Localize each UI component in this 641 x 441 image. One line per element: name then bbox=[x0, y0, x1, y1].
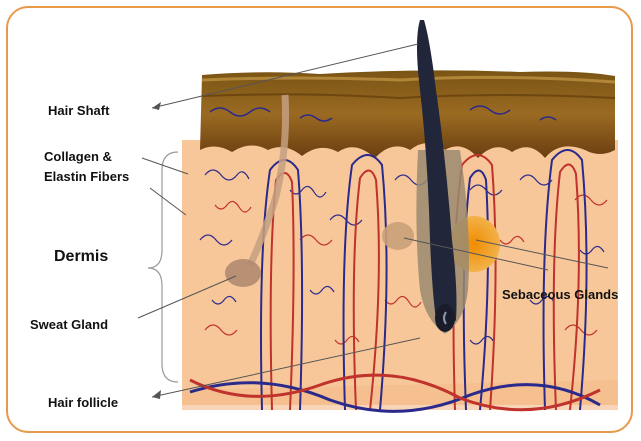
epidermis-layer bbox=[200, 70, 615, 158]
label-sweat-gland: Sweat Gland bbox=[30, 316, 108, 334]
dermis-bracket bbox=[148, 152, 178, 382]
label-hair-follicle: Hair follicle bbox=[48, 394, 118, 412]
label-collagen-line1: Collagen & bbox=[44, 148, 112, 166]
sebaceous-gland-left bbox=[382, 222, 414, 250]
label-collagen-line2: Elastin Fibers bbox=[44, 168, 129, 186]
sweat-gland-coil bbox=[225, 259, 261, 287]
label-hair-shaft: Hair Shaft bbox=[48, 102, 109, 120]
label-sebaceous-glands: Sebaceous Glands bbox=[502, 286, 618, 304]
label-dermis: Dermis bbox=[54, 248, 108, 266]
